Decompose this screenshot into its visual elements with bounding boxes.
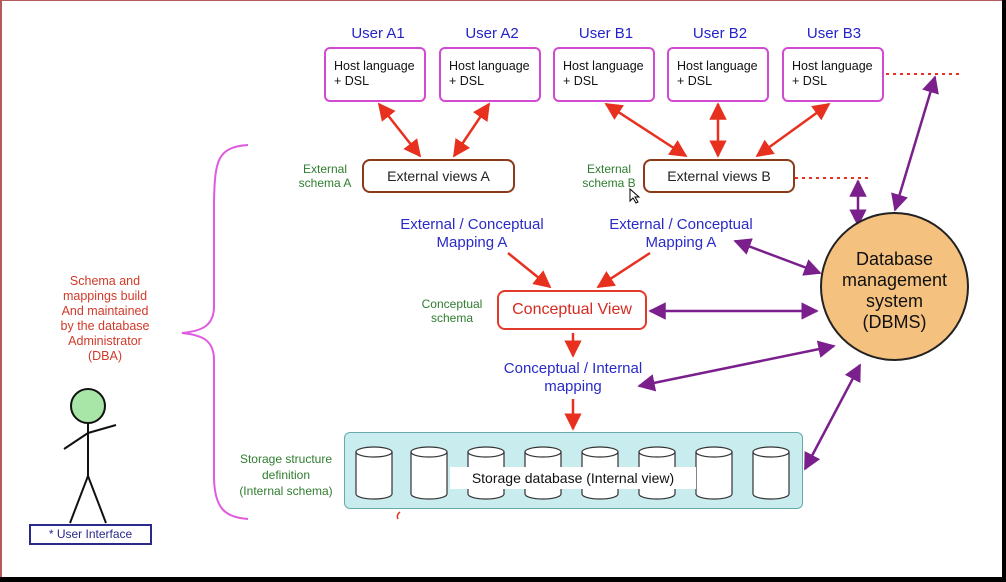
stick-figure-left-arm <box>63 432 89 450</box>
cylinder-icon <box>752 446 790 500</box>
arrow-dbms-mapping <box>733 238 822 276</box>
dba-line6: (DBA) <box>87 349 123 363</box>
conceptual-schema-label: Conceptual schema <box>412 297 492 325</box>
external-schema-a-line1: External <box>302 162 348 176</box>
arrow-dbms-storage <box>803 363 862 471</box>
user-b1-label: User B1 <box>578 25 634 42</box>
cursor-mark <box>396 511 401 520</box>
stick-figure-icon <box>63 388 117 524</box>
mouse-cursor-icon <box>629 188 641 204</box>
host-language-label: Host language <box>677 59 758 73</box>
storage-def-line2: definition <box>261 468 311 482</box>
dbms-line1: Database <box>855 249 934 269</box>
external-schema-b-label: External schema B <box>574 162 644 190</box>
mapping-a-line2: Mapping A <box>436 234 508 251</box>
host-language-label: Host language <box>449 59 530 73</box>
dba-line1: Schema and <box>69 274 141 288</box>
host-box-a2: Host language + DSL <box>439 47 541 102</box>
dba-brace <box>181 144 249 520</box>
dsl-label: + DSL <box>792 74 828 88</box>
mapping-b-line2: Mapping A <box>645 234 717 251</box>
external-conceptual-mapping-a: External / Conceptual Mapping A <box>382 216 562 252</box>
host-language-label: Host language <box>563 59 644 73</box>
conceptual-view-box: Conceptual View <box>497 290 647 330</box>
stick-figure-right-arm <box>87 424 117 434</box>
external-schema-b-line1: External <box>586 162 632 176</box>
arrow-mapping-b-conceptual <box>596 251 651 289</box>
purple-arrows-group <box>637 75 939 471</box>
arrow-b3-external-b <box>755 102 831 158</box>
dsl-label: + DSL <box>563 74 599 88</box>
arrow-b1-external-b <box>604 102 688 158</box>
host-box-b1: Host language + DSL <box>553 47 655 102</box>
dbms-line4: (DBMS) <box>862 312 927 332</box>
user-a1-label: User A1 <box>351 25 405 42</box>
host-language-label: Host language <box>792 59 873 73</box>
cylinder-icon <box>410 446 448 500</box>
storage-def-line3: (Internal schema) <box>239 484 333 498</box>
external-views-b-box: External views B <box>643 159 795 193</box>
host-box-b3: Host language + DSL <box>782 47 884 102</box>
storage-def-line1: Storage structure <box>239 452 333 466</box>
dba-description: Schema and mappings build And maintained… <box>45 274 165 364</box>
external-schema-a-line2: schema A <box>298 176 352 190</box>
stick-figure-left-leg <box>69 475 89 524</box>
conceptual-schema-line1: Conceptual <box>421 297 483 311</box>
user-b2-label: User B2 <box>692 25 748 42</box>
conc-int-line1: Conceptual / Internal <box>503 360 643 377</box>
conceptual-internal-mapping: Conceptual / Internal mapping <box>478 360 668 396</box>
cylinder-icon <box>695 446 733 500</box>
dbms-label: Database management system (DBMS) <box>820 249 969 333</box>
dbms-circle <box>820 212 969 361</box>
dsl-label: + DSL <box>677 74 713 88</box>
mapping-b-line1: External / Conceptual <box>609 216 753 233</box>
dba-line2: mappings build <box>62 289 148 303</box>
user-a2-label: User A2 <box>465 25 519 42</box>
user-interface-box: * User Interface <box>29 524 152 545</box>
dba-line3: And maintained <box>61 304 149 318</box>
arrow-dbms-host <box>891 75 939 212</box>
arrow-mapping-a-conceptual <box>507 252 552 289</box>
arrow-a2-external-a <box>452 102 491 158</box>
storage-definition-label: Storage structure definition (Internal s… <box>228 451 344 499</box>
external-conceptual-mapping-b: External / Conceptual Mapping A <box>591 216 771 252</box>
arrow-a1-external-a <box>377 102 422 158</box>
dba-line5: Administrator <box>68 334 142 348</box>
dba-line4: by the database <box>60 319 150 333</box>
dbms-line3: system <box>865 291 923 311</box>
external-views-a-box: External views A <box>362 159 515 193</box>
host-box-a1: Host language + DSL <box>324 47 426 102</box>
stick-figure-right-leg <box>87 475 107 524</box>
red-arrows-group <box>377 102 831 431</box>
dsl-label: + DSL <box>449 74 485 88</box>
cylinder-icon <box>355 446 393 500</box>
stick-figure-head <box>70 388 106 424</box>
external-schema-b-line2: schema B <box>582 176 636 190</box>
dbms-line2: management <box>841 270 948 290</box>
arrow-dbms-internal-mapping <box>637 340 836 392</box>
mapping-a-line1: External / Conceptual <box>400 216 544 233</box>
dsl-label: + DSL <box>334 74 370 88</box>
host-language-label: Host language <box>334 59 415 73</box>
storage-database-label: Storage database (Internal view) <box>450 467 696 489</box>
conc-int-line2: mapping <box>544 378 602 395</box>
conceptual-schema-line2: schema <box>430 311 474 325</box>
external-schema-a-label: External schema A <box>290 162 360 190</box>
host-box-b2: Host language + DSL <box>667 47 769 102</box>
user-b3-label: User B3 <box>806 25 862 42</box>
